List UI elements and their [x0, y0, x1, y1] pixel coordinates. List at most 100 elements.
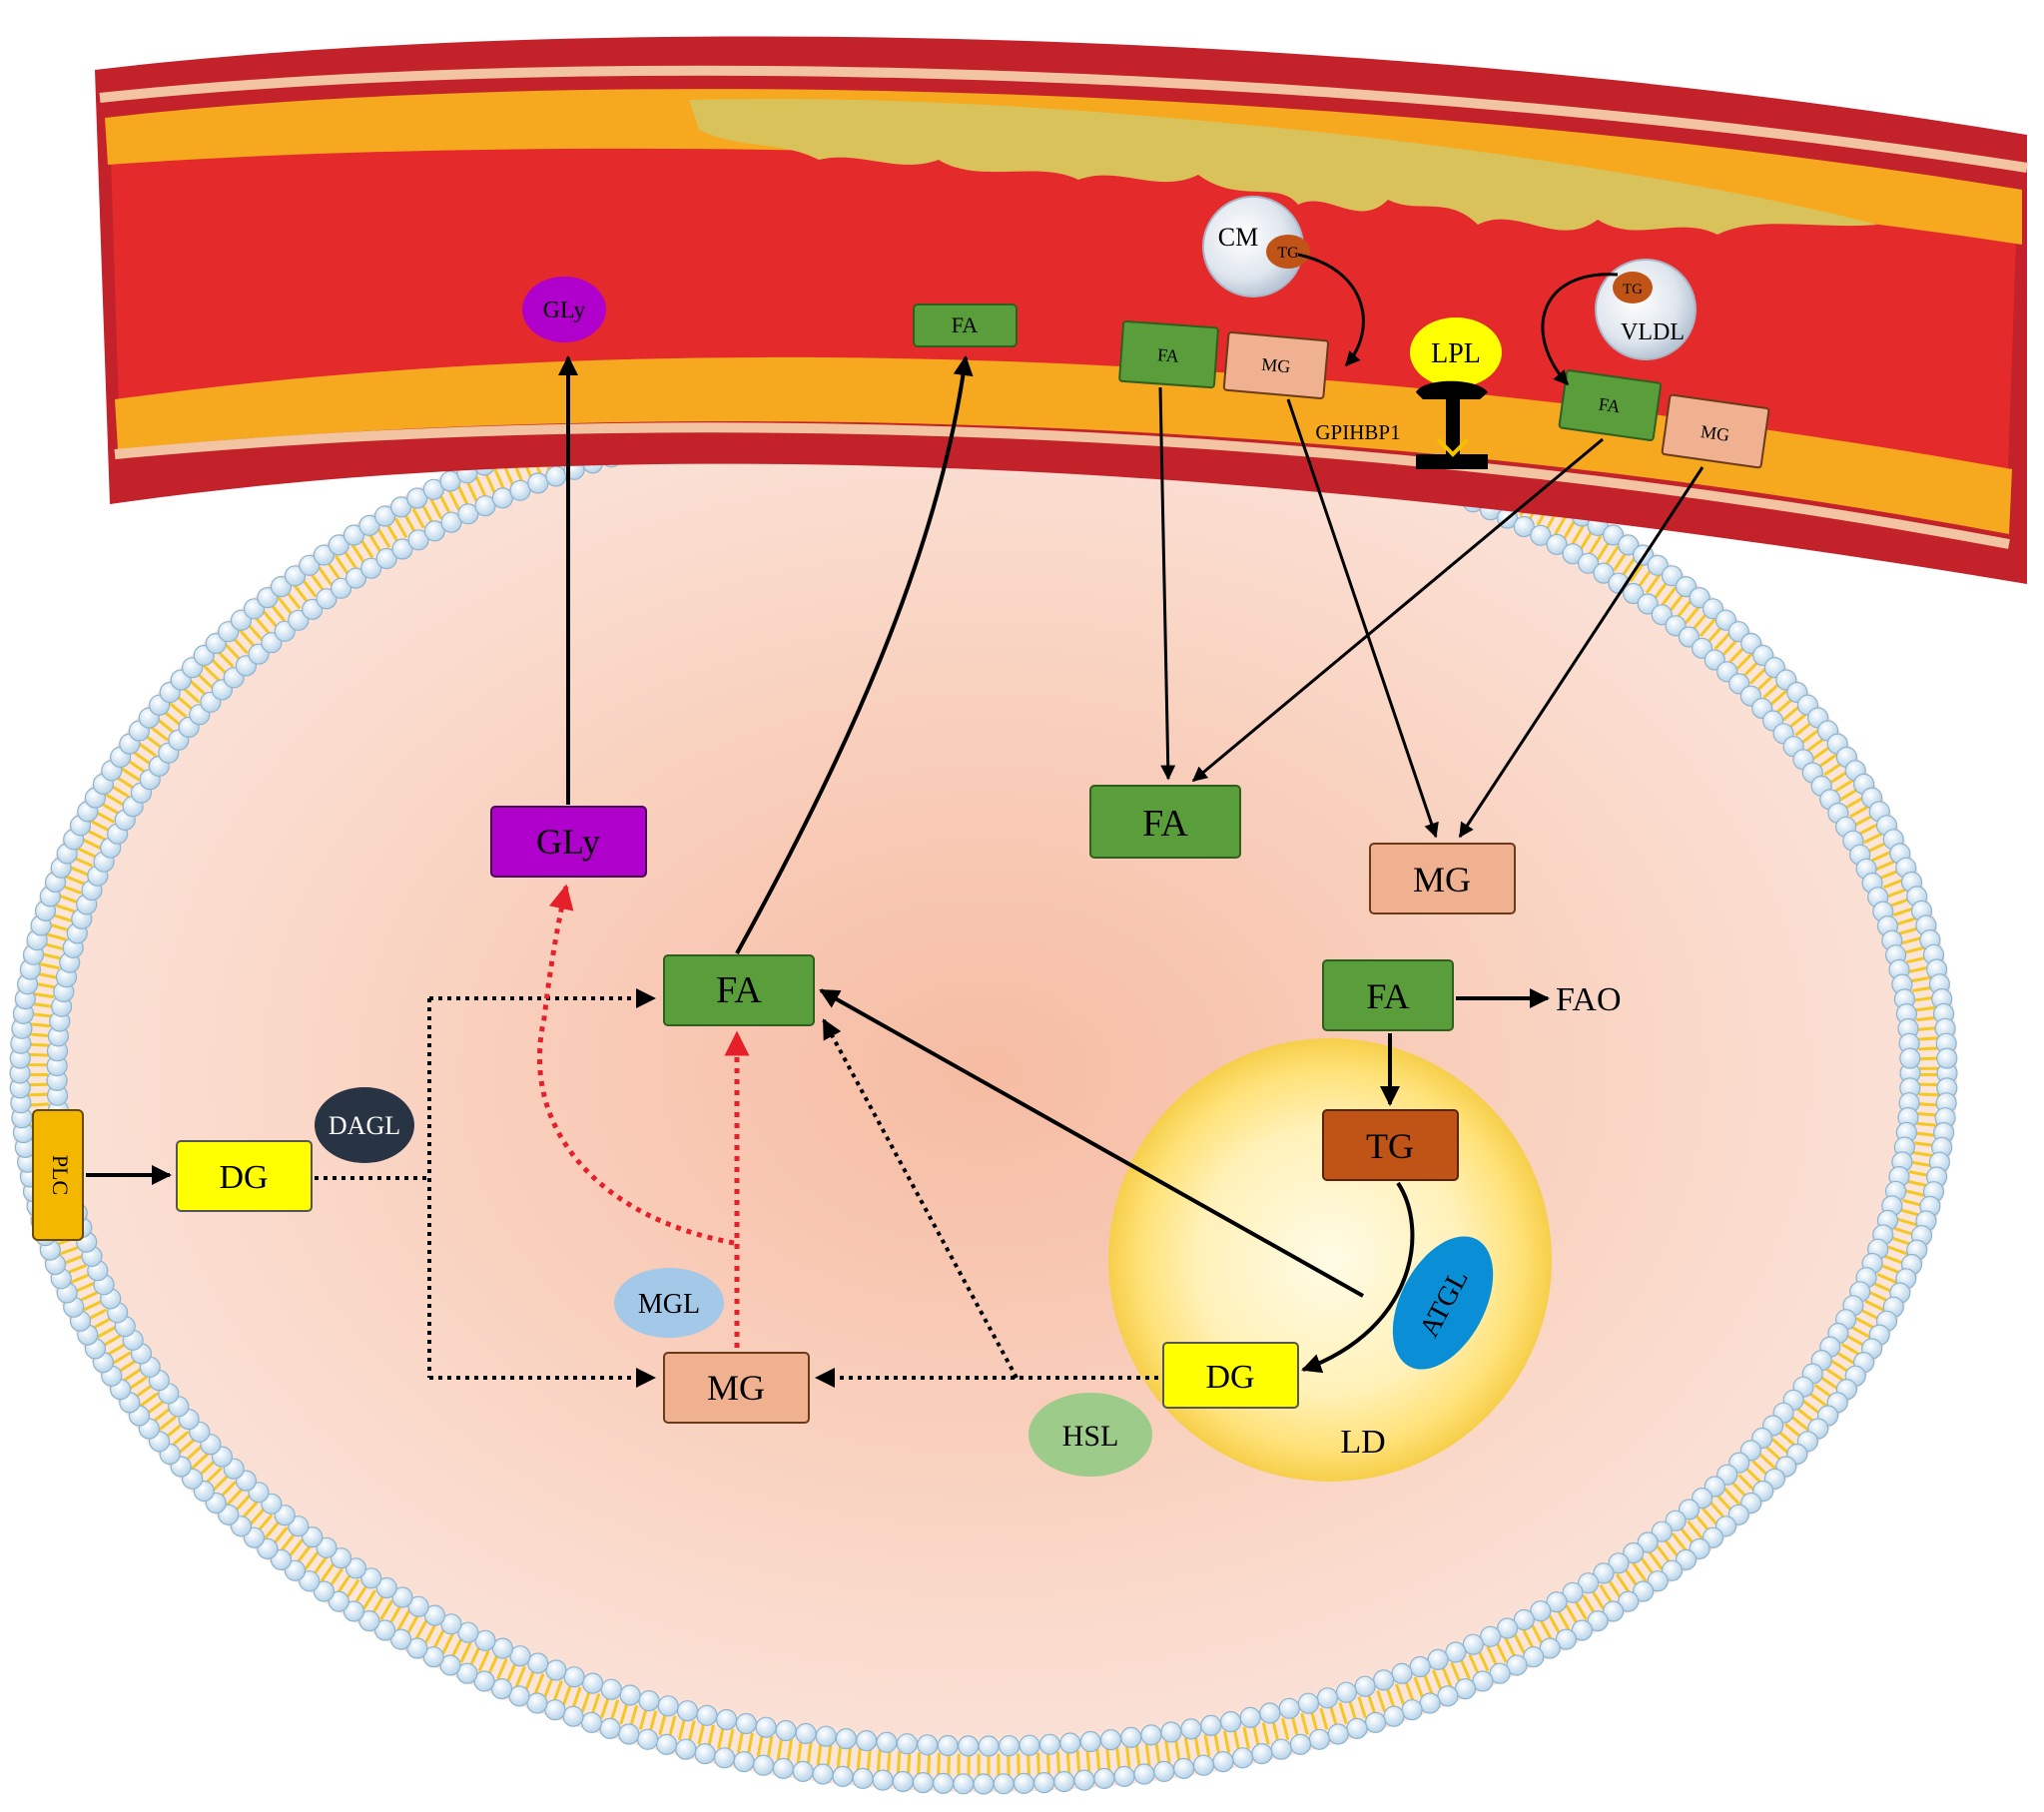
membrane-bead [872, 1769, 894, 1791]
membrane-bead [1038, 1733, 1061, 1755]
membrane-bead [1675, 1548, 1698, 1571]
membrane-bead [1383, 1705, 1405, 1727]
membrane-bead [1391, 1662, 1413, 1685]
membrane-bead [508, 1685, 530, 1707]
membrane-bead [978, 1735, 1000, 1757]
membrane-bead [1496, 1617, 1519, 1639]
membrane-bead [473, 1670, 495, 1692]
vldl-label: VLDL [1621, 319, 1685, 345]
fa-center-label: FA [716, 969, 762, 1011]
membrane-bead [1153, 1760, 1175, 1783]
membrane-bead [638, 1689, 660, 1712]
membrane-bead [1637, 593, 1659, 615]
membrane-bead [1373, 1669, 1395, 1691]
fa-upper-box: FA [1089, 785, 1241, 859]
gly-box: GLy [490, 806, 647, 878]
membrane-bead [1637, 1531, 1659, 1553]
dagl-enzyme: DAGL [315, 1087, 414, 1163]
membrane-bead [422, 1646, 444, 1668]
membrane-bead [374, 1619, 396, 1641]
membrane-bead [581, 1672, 604, 1694]
membrane-bead [733, 1750, 755, 1773]
membrane-bead [360, 557, 382, 579]
mg-lower-label: MG [707, 1368, 765, 1408]
cell [9, 351, 1958, 1795]
membrane-bead [456, 1662, 478, 1684]
membrane-bead [439, 470, 461, 492]
membrane-bead [1297, 1692, 1320, 1714]
membrane-bead [1661, 1559, 1684, 1581]
membrane-bead [316, 1536, 338, 1558]
membrane-bead [440, 1613, 462, 1635]
membrane-bead [1346, 1717, 1368, 1740]
membrane-bead [792, 1760, 814, 1783]
membrane-bead [1335, 1681, 1358, 1703]
membrane-bead [1133, 1763, 1155, 1785]
membrane-bead [1013, 1772, 1035, 1795]
membrane-bead [1364, 1711, 1387, 1734]
membrane-bead [1401, 1699, 1423, 1721]
membrane-bead [375, 1576, 397, 1599]
fa-right-label: FA [1366, 976, 1409, 1016]
plc-label: PLC [48, 1155, 73, 1195]
membrane-bead [423, 520, 445, 542]
membrane-bead [580, 1711, 603, 1734]
arrow-cm-fa-uptake [1158, 386, 1176, 781]
membrane-bead [299, 1570, 321, 1592]
membrane-bead [328, 1590, 349, 1612]
membrane-bead [391, 538, 413, 560]
membrane-bead [360, 1567, 382, 1589]
membrane-bead [1489, 1662, 1511, 1684]
membrane-bead [795, 1722, 817, 1745]
membrane-bead [1523, 1646, 1545, 1668]
fao-label: FAO [1556, 981, 1622, 1018]
ld-label: LD [1340, 1424, 1385, 1461]
membrane-bead [509, 479, 531, 501]
membrane-bead [563, 1666, 585, 1688]
cm-fa-box: FA [1118, 319, 1219, 389]
membrane-bead [1539, 1637, 1561, 1659]
membrane-bead [1120, 1726, 1142, 1749]
membrane-bead [1212, 1750, 1234, 1773]
membrane-bead [1618, 1590, 1640, 1612]
membrane-bead [509, 1645, 531, 1667]
plc-enzyme: PLC [32, 1109, 84, 1241]
lpl-label: LPL [1431, 338, 1481, 369]
membrane-bead [812, 1763, 834, 1785]
vldl-fa-label: FA [1598, 394, 1622, 417]
gpihbp1-anchor: GPIHBP1 [1315, 380, 1488, 469]
membrane-bead [1661, 565, 1684, 587]
arrow-vldl-fa-uptake [1191, 437, 1604, 783]
membrane-tails [26, 370, 1941, 1776]
membrane-bead [375, 547, 397, 570]
membrane-bead [1602, 524, 1625, 546]
arrow-vldl-to-products [1541, 273, 1619, 386]
membrane-bead [618, 1723, 640, 1745]
membrane-bead [912, 1771, 935, 1794]
membrane-bead [423, 1604, 445, 1626]
mgl-arrows [537, 884, 750, 1348]
membrane-bead [958, 1735, 980, 1757]
membrane-bead [856, 1729, 878, 1752]
membrane-bead [331, 1547, 352, 1569]
membrane-bead [1053, 1770, 1075, 1793]
membrane-bead [474, 1629, 496, 1651]
membrane-bead [474, 495, 496, 517]
vldl-tg-label: TG [1623, 282, 1643, 298]
membrane-bead [344, 567, 367, 589]
mg-lower-box: MG [663, 1352, 810, 1424]
membrane-bead [439, 1654, 461, 1676]
membrane-bead [932, 1772, 955, 1795]
tg-box-label: TG [1366, 1126, 1414, 1166]
membrane-bead [1231, 1747, 1254, 1769]
membrane-bead [1899, 1047, 1921, 1069]
membrane-bead [1651, 1520, 1673, 1542]
membrane-heads-outer [9, 351, 1958, 1795]
membrane-bead [302, 598, 324, 621]
membrane-bead [1140, 1724, 1162, 1746]
membrane-bead [835, 1727, 858, 1750]
gly-released-label: GLy [543, 298, 586, 323]
membrane-bead [316, 588, 338, 610]
membrane-bead [1462, 1633, 1484, 1655]
